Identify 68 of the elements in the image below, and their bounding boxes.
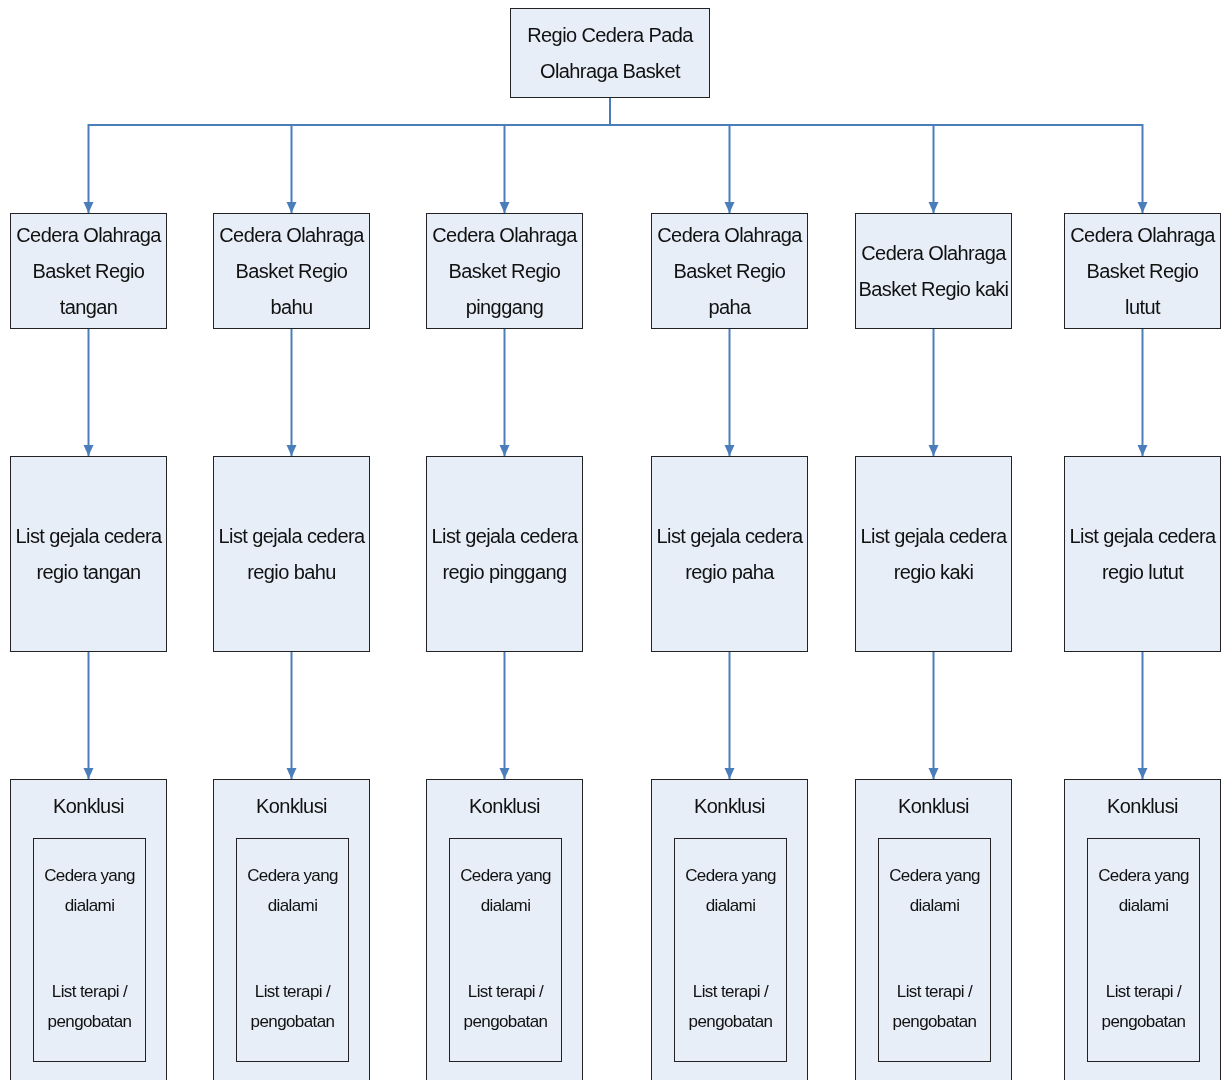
process-box [855,213,1012,329]
conclusion-box [855,779,1012,1080]
node-text: Cedera Olahraga Basket Regio pinggang [431,223,579,320]
arrow [83,651,94,780]
node-text: Konklusi [694,794,765,819]
arrow [724,328,735,457]
conclusion-box [10,779,167,1080]
process-box [426,213,583,329]
arrow [724,651,735,780]
process-box [651,213,808,329]
node-text: Cedera yang dialami [43,865,136,917]
node-text: Cedera Olahraga Basket Regio lutut [1069,223,1217,320]
node-text: List gejala cedera regio pinggang [430,524,579,585]
node-text: List terapi / pengobatan [462,981,549,1033]
node-text: List gejala cedera regio kaki [859,524,1008,585]
process-box [213,456,370,652]
result-box [33,838,146,1062]
arrow [83,328,94,457]
node-text: Konklusi [53,794,124,819]
arrow [499,651,510,780]
node-text: Cedera yang dialami [684,865,777,917]
conclusion-box [213,779,370,1080]
node-text: Cedera yang dialami [246,865,339,917]
result-box [236,838,349,1062]
node-text: List terapi / pengobatan [1100,981,1187,1033]
node-text: List gejala cedera regio tangan [14,524,163,585]
process-box [1064,213,1221,329]
node-text: List terapi / pengobatan [249,981,336,1033]
node-text: Konklusi [1107,794,1178,819]
process-box [1064,456,1221,652]
process-box [651,456,808,652]
node-text: List terapi / pengobatan [687,981,774,1033]
arrow [928,328,939,457]
node-text: Cedera Olahraga Basket Regio kaki [858,241,1009,302]
conclusion-box [651,779,808,1080]
conclusion-box [1064,779,1221,1080]
process-box [10,213,167,329]
node-text: List gejala cedera regio paha [655,524,804,585]
process-box [426,456,583,652]
process-box [213,213,370,329]
result-box [1087,838,1200,1062]
arrow [1137,651,1148,780]
arrow [499,328,510,457]
result-box [674,838,787,1062]
node-text: List terapi / pengobatan [891,981,978,1033]
node-text: Cedera Olahraga Basket Regio bahu [218,223,366,320]
process-box [855,456,1012,652]
process-box [510,8,710,98]
result-box [878,838,991,1062]
node-text: Cedera Olahraga Basket Regio tangan [15,223,163,320]
node-text: Konklusi [469,794,540,819]
arrow [286,328,297,457]
node-text: Cedera yang dialami [459,865,552,917]
node-text: List gejala cedera regio bahu [217,524,366,585]
arrow [1137,328,1148,457]
node-text: Konklusi [256,794,327,819]
process-box [10,456,167,652]
arrow [928,651,939,780]
node-text: Regio Cedera Pada Olahraga Basket [526,23,695,84]
node-text: List terapi / pengobatan [46,981,133,1033]
result-box [449,838,562,1062]
node-text: Cedera yang dialami [1097,865,1190,917]
node-text: List gejala cedera regio lutut [1068,524,1217,585]
node-text: Cedera Olahraga Basket Regio paha [656,223,804,320]
arrow [286,651,297,780]
node-text: Cedera yang dialami [888,865,981,917]
node-text: Konklusi [898,794,969,819]
conclusion-box [426,779,583,1080]
